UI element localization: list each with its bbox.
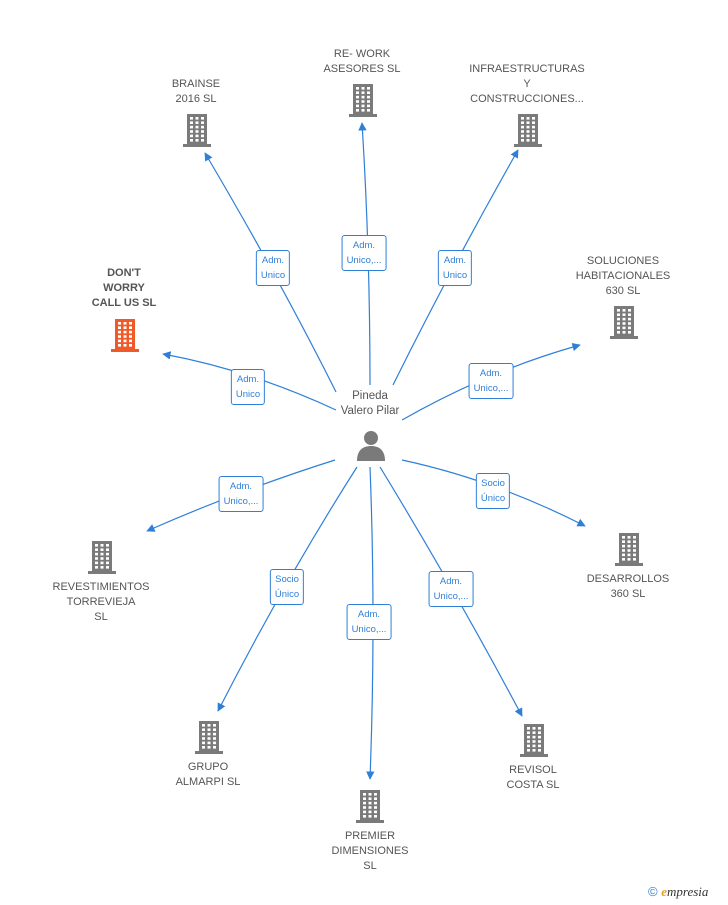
footer-brand[interactable]: © empresia bbox=[648, 884, 708, 900]
relation-label-desarrollos[interactable]: Socio Único bbox=[475, 473, 511, 509]
relation-label-revisol[interactable]: Adm. Unico,... bbox=[428, 571, 474, 607]
building-icon[interactable] bbox=[180, 113, 214, 147]
person-icon[interactable] bbox=[355, 429, 387, 461]
relation-label-rework[interactable]: Adm. Unico,... bbox=[341, 235, 387, 271]
relation-label-almarpi[interactable]: Socio Único bbox=[269, 569, 305, 605]
center-person-name[interactable]: Pineda Valero Pilar bbox=[340, 390, 400, 417]
building-icon[interactable] bbox=[511, 113, 545, 147]
building-icon[interactable] bbox=[353, 789, 387, 823]
company-name-almarpi[interactable]: GRUPO ALMARPI SL bbox=[175, 761, 241, 788]
brand-e: e bbox=[661, 884, 667, 899]
copyright-icon: © bbox=[648, 884, 658, 899]
relation-label-premier[interactable]: Adm. Unico,... bbox=[346, 604, 392, 640]
relation-label-dontworry[interactable]: Adm. Unico bbox=[230, 369, 266, 405]
company-name-rework[interactable]: RE- WORK ASESORES SL bbox=[323, 48, 401, 75]
relation-label-revestimientos[interactable]: Adm. Unico,... bbox=[218, 476, 264, 512]
building-icon[interactable] bbox=[192, 720, 226, 754]
company-name-desarrollos[interactable]: DESARROLLOS 360 SL bbox=[586, 573, 670, 600]
company-name-infraestructuras[interactable]: INFRAESTRUCTURAS Y CONSTRUCCIONES... bbox=[469, 63, 585, 105]
building-icon[interactable] bbox=[85, 540, 119, 574]
building-icon[interactable] bbox=[612, 532, 646, 566]
relation-label-infraestructuras[interactable]: Adm. Unico bbox=[437, 250, 473, 286]
relation-label-soluciones[interactable]: Adm. Unico,... bbox=[468, 363, 514, 399]
building-icon[interactable] bbox=[346, 83, 380, 117]
company-name-soluciones[interactable]: SOLUCIONES HABITACIONALES 630 SL bbox=[575, 255, 671, 297]
company-name-premier[interactable]: PREMIER DIMENSIONES SL bbox=[331, 830, 409, 872]
company-name-revisol[interactable]: REVISOL COSTA SL bbox=[506, 764, 560, 791]
brand-name: mpresia bbox=[667, 884, 709, 899]
company-name-revestimientos[interactable]: REVESTIMIENTOS TORREVIEJA SL bbox=[52, 581, 150, 623]
building-icon[interactable] bbox=[517, 723, 551, 757]
company-name-brainse[interactable]: BRAINSE 2016 SL bbox=[171, 78, 221, 105]
building-icon[interactable] bbox=[607, 305, 641, 339]
building-icon[interactable] bbox=[108, 318, 142, 352]
company-name-dontworry[interactable]: DON'T WORRY CALL US SL bbox=[91, 267, 157, 309]
relation-label-brainse[interactable]: Adm. Unico bbox=[255, 250, 291, 286]
